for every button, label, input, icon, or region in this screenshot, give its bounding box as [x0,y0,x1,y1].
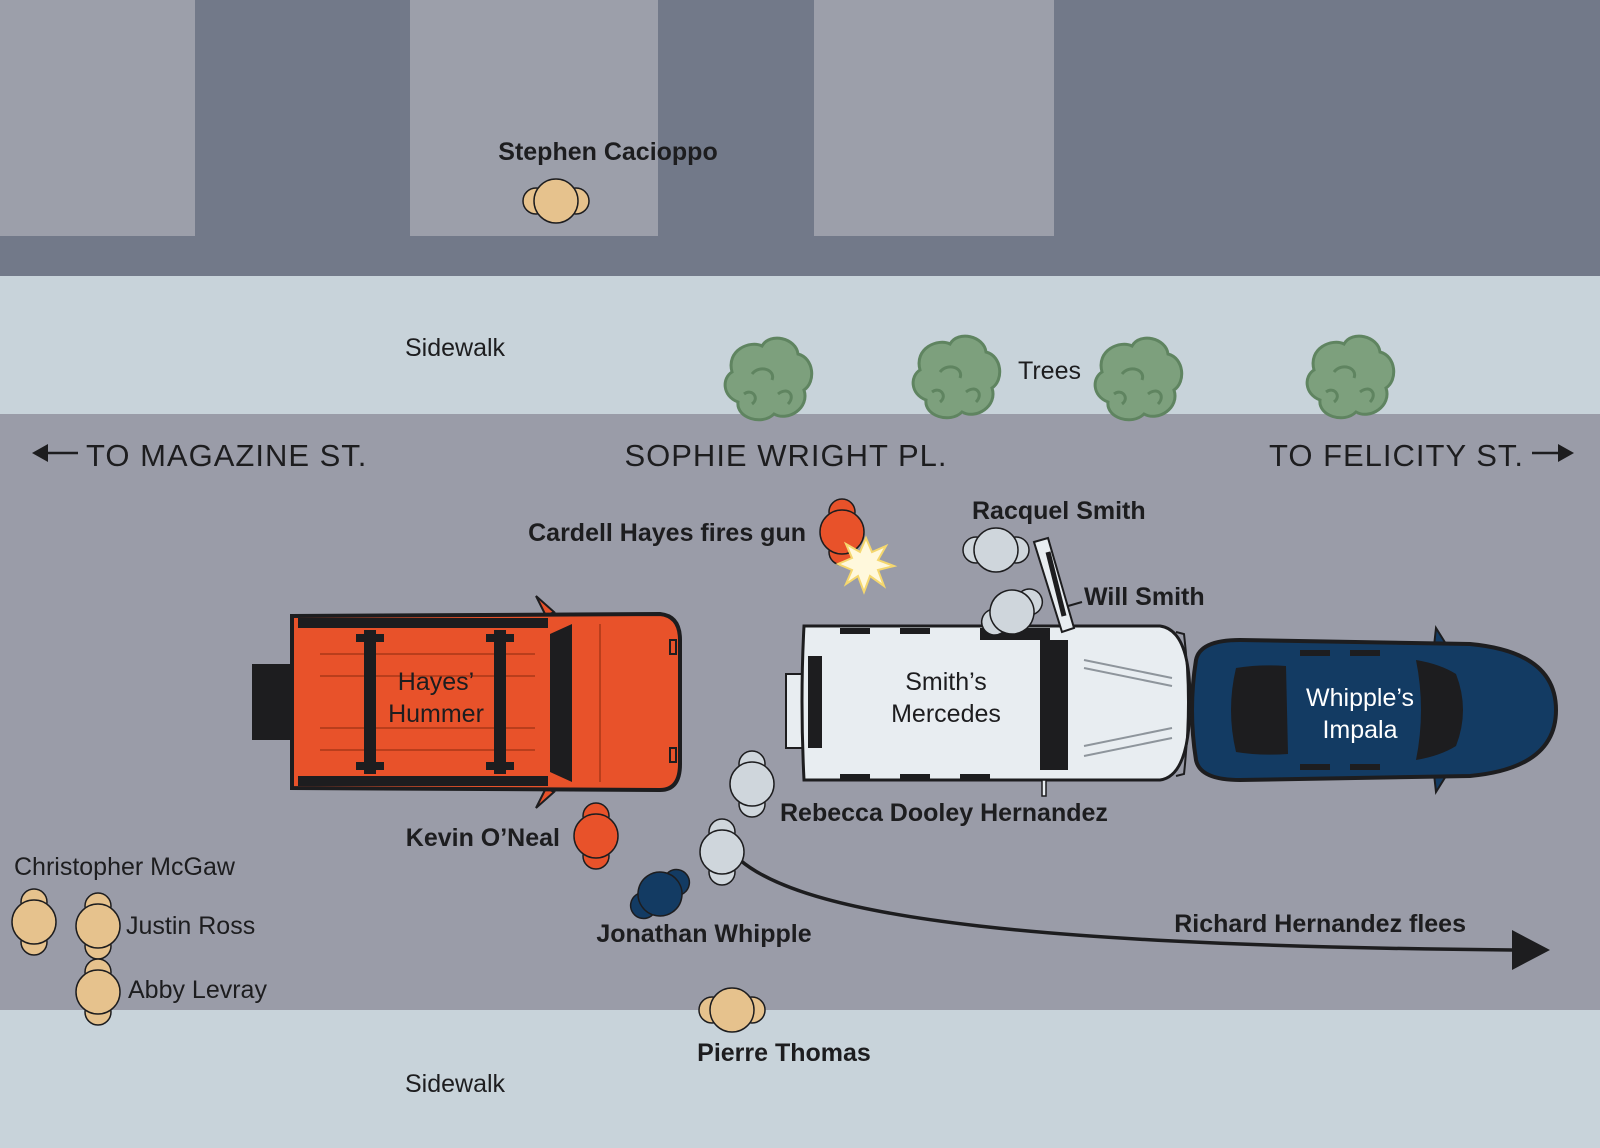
person-racquel-smith [962,527,1030,573]
label-stephen-cacioppo: Stephen Cacioppo [498,138,717,166]
label-racquel-smith: Racquel Smith [972,497,1146,525]
street-name: SOPHIE WRIGHT PL. [624,438,947,473]
buildings-area [0,0,1600,276]
label-richard-hernandez: Richard Hernandez flees [1174,910,1466,938]
east-direction-label: TO FELICITY ST. [1269,438,1524,473]
hummer-label-line1: Hayes’ [398,668,474,696]
person-rebecca-dooley-hernandez [729,750,775,818]
person-kevin-oneal [573,802,619,870]
person-abby-levray [75,958,121,1026]
arrow-left-icon [32,444,78,462]
tree-icon [911,334,1002,420]
mercedes-label-line1: Smith’s [905,668,987,696]
person-justin-ross [75,892,121,960]
flee-path-arrow [738,858,1550,970]
person-pierre-thomas [698,987,766,1033]
person-cardell-hayes [819,498,865,566]
impala-label-line2: Impala [1322,716,1397,744]
impala-label-line1: Whipple’s [1306,684,1414,712]
building-lot [814,0,1054,236]
mercedes-label-line2: Mercedes [891,700,1001,728]
mercedes-vehicle [785,536,1192,797]
sidewalk-bottom [0,1010,1600,1148]
person-richard-hernandez [699,818,745,886]
label-christopher-mcgaw: Christopher McGaw [14,853,236,881]
gunshot-flash-icon [835,535,898,595]
arrow-right-icon [1532,444,1574,462]
label-kevin-oneal: Kevin O’Neal [406,824,560,852]
label-cardell-hayes: Cardell Hayes fires gun [528,519,806,547]
impala-vehicle [1190,625,1559,795]
sidewalk-bottom-label: Sidewalk [405,1070,506,1098]
hummer-vehicle [252,595,682,809]
person-stephen-cacioppo [522,178,590,224]
label-justin-ross: Justin Ross [126,912,255,940]
tree-icon [1093,336,1184,422]
hummer-label-line2: Hummer [388,700,484,728]
tree-icon [1305,334,1396,420]
person-christopher-mcgaw [11,888,57,956]
label-rebecca-dooley-hernandez: Rebecca Dooley Hernandez [780,799,1108,827]
west-direction-label: TO MAGAZINE ST. [86,438,367,473]
label-will-smith: Will Smith [1084,583,1205,611]
trees-label: Trees [1018,357,1081,385]
label-pierre-thomas: Pierre Thomas [697,1039,871,1067]
person-will-smith [980,588,1044,636]
tree-icon [723,336,814,422]
label-jonathan-whipple: Jonathan Whipple [596,920,811,948]
building-lot [0,0,195,236]
label-abby-levray: Abby Levray [128,976,267,1004]
person-jonathan-whipple [629,868,691,920]
sidewalk-top-label: Sidewalk [405,334,506,362]
